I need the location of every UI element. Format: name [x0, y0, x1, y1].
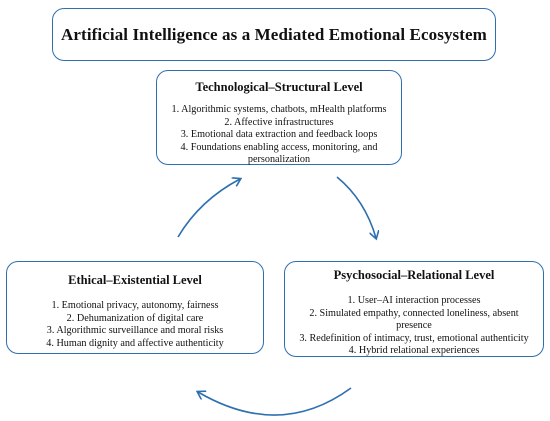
list-item: 2. Dehumanization of digital care — [66, 312, 204, 324]
psychosocial-items: 1. User–AI interaction processes 2. Simu… — [285, 295, 543, 358]
technological-items: 1. Algorithmic systems, chatbots, mHealt… — [157, 104, 401, 167]
list-item: 2. Affective infrastructures — [224, 116, 334, 128]
arrow-ethical-to-technological — [177, 179, 240, 238]
psychosocial-relational-level-box: Psychosocial–Relational Level 1. User–AI… — [284, 261, 544, 357]
list-item: 1. User–AI interaction processes — [347, 295, 481, 306]
list-item: 3. Emotional data extraction and feedbac… — [180, 129, 378, 141]
technological-heading: Technological–Structural Level — [195, 80, 363, 94]
list-item: 1. Emotional privacy, autonomy, fairness — [51, 300, 219, 311]
psychosocial-heading: Psychosocial–Relational Level — [333, 268, 495, 282]
list-item: 4. Foundations enabling access, monitori… — [180, 141, 378, 153]
list-item: 3. Algorithmic surveillance and moral ri… — [46, 325, 224, 337]
list-item: 2. Simulated empathy, connected loneline… — [309, 307, 519, 319]
arrow-technological-to-psychosocial — [336, 176, 376, 238]
list-item: personalization — [247, 154, 311, 166]
technological-structural-level-box: Technological–Structural Level 1. Algori… — [156, 70, 402, 165]
diagram-title: Artificial Intelligence as a Mediated Em… — [61, 24, 487, 44]
list-item: 1. Algorithmic systems, chatbots, mHealt… — [171, 104, 387, 115]
list-item: 4. Hybrid relational experiences — [348, 345, 480, 357]
ethical-existential-level-box: Ethical–Existential Level 1. Emotional p… — [6, 261, 264, 354]
ethical-heading: Ethical–Existential Level — [68, 273, 202, 287]
arrow-psychosocial-to-ethical — [198, 387, 352, 416]
list-item: 3. Redefinition of intimacy, trust, emot… — [299, 332, 529, 344]
title-box: Artificial Intelligence as a Mediated Em… — [52, 8, 496, 61]
list-item: 4. Human dignity and affective authentic… — [46, 337, 224, 349]
list-item: presence — [396, 320, 432, 332]
ethical-items: 1. Emotional privacy, autonomy, fairness… — [7, 300, 263, 350]
